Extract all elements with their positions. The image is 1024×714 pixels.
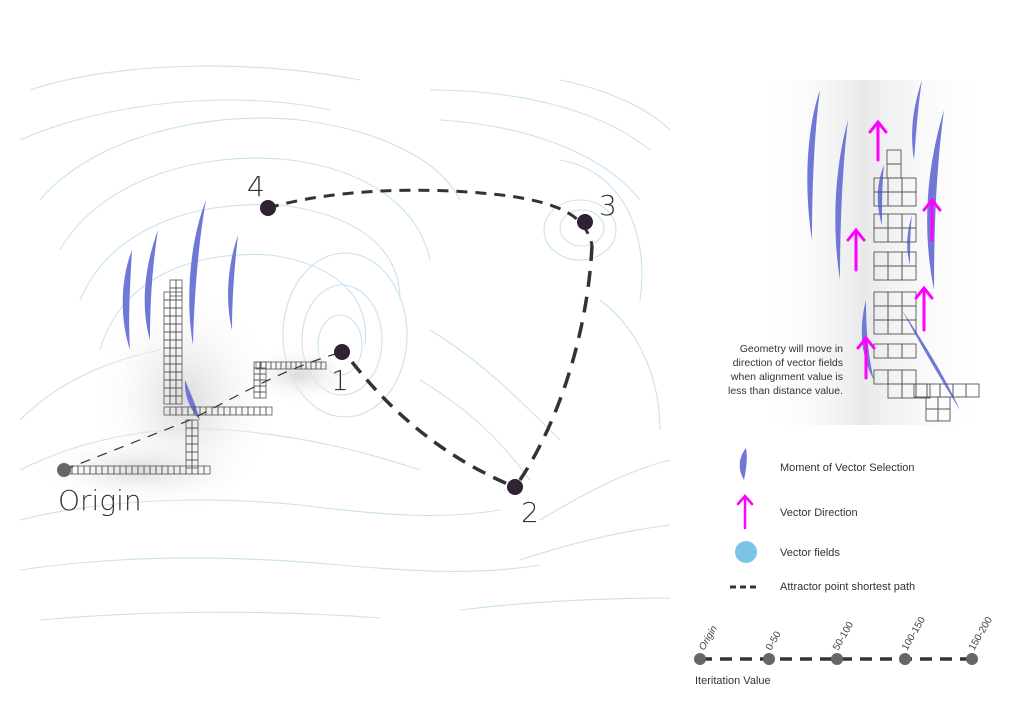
vector-field-dot-icon	[735, 541, 757, 563]
node-3-label: 3	[599, 189, 617, 222]
note-line-1: Geometry will move in	[740, 343, 843, 355]
iteration-label-150-200: 150-200	[967, 615, 995, 653]
legend-label-fields: Vector fields	[780, 547, 840, 559]
iteration-label-100-150: 100-150	[900, 615, 928, 653]
detail-selection-slivers	[807, 80, 960, 410]
legend-label-selection: Moment of Vector Selection	[780, 462, 915, 474]
voxel-cell	[203, 465, 211, 475]
note-line-2: direction of vector fields	[733, 357, 843, 369]
voxel-cell	[901, 227, 917, 243]
voxel-cell	[901, 319, 917, 335]
legend-label-path: Attractor point shortest path	[780, 581, 915, 593]
iteration-stop-150-200	[966, 653, 978, 665]
origin-label: Origin	[58, 484, 142, 517]
voxel-cell	[320, 361, 327, 370]
voxel-cell	[259, 391, 267, 399]
vector-direction-arrow-icon	[736, 494, 754, 530]
iteration-label-50-100: 50-100	[831, 620, 856, 653]
node-1-label: 1	[331, 364, 349, 397]
voxel-cell	[901, 191, 917, 207]
attractor-shortest-path	[63, 188, 594, 487]
node-4-label: 4	[247, 170, 265, 203]
voxel-cell	[901, 343, 917, 359]
voxel-cell	[265, 406, 273, 416]
detail-vector-arrows	[846, 119, 942, 380]
iteration-stop-origin	[694, 653, 706, 665]
iteration-scale: Origin 0-50 50-100 100-150 150-200 Iteri…	[694, 615, 995, 687]
legend-label-direction: Vector Direction	[780, 507, 858, 519]
vector-selection-icon	[739, 448, 747, 480]
voxel-cell	[965, 383, 980, 398]
node-4	[260, 200, 276, 216]
iteration-stop-100-150	[899, 653, 911, 665]
iteration-title: Iteritation Value	[695, 675, 771, 687]
voxel-cell	[175, 287, 183, 297]
voxel-cell	[937, 408, 951, 422]
legend: Moment of Vector Selection Vector Direct…	[730, 448, 915, 593]
iteration-label-0-50: 0-50	[764, 629, 784, 652]
node-2	[507, 479, 523, 495]
voxel-cell	[901, 265, 917, 281]
iteration-label-origin: Origin	[697, 624, 720, 653]
node-3	[577, 214, 593, 230]
detail-view: Geometry will move in direction of vecto…	[728, 80, 980, 422]
note-line-3: when alignment value is	[730, 371, 843, 383]
geometry-shadow	[30, 80, 990, 520]
path-nodes	[57, 200, 593, 495]
voxel-cell	[175, 395, 183, 405]
iteration-stop-50-100	[831, 653, 843, 665]
iteration-stop-0-50	[763, 653, 775, 665]
origin-node	[57, 463, 71, 477]
node-2-label: 2	[521, 496, 539, 529]
voxel-cell	[191, 459, 199, 469]
vector-selection-slivers	[122, 200, 238, 420]
node-1	[334, 344, 350, 360]
voxel-geometry	[59, 279, 327, 475]
detail-voxel-geometry	[873, 149, 980, 422]
note-line-4: less than distance value.	[728, 385, 843, 397]
